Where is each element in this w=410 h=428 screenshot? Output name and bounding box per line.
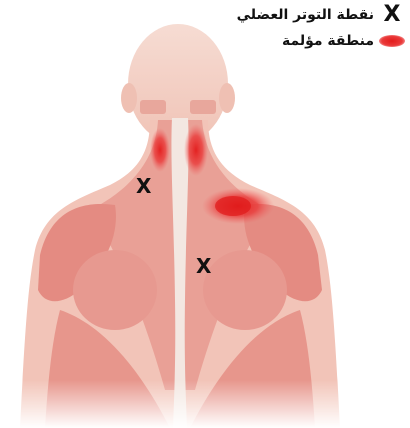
right-infraspinatus xyxy=(203,250,287,330)
pain-area-right-shoulder-core xyxy=(215,196,251,216)
left-infraspinatus xyxy=(73,250,157,330)
legend-trigger-point: X نقطة التوتر العضلي xyxy=(237,2,406,28)
pain-area-label: منطقة مؤلمة xyxy=(282,33,374,49)
left-ear xyxy=(121,83,137,113)
right-ear xyxy=(219,83,235,113)
bottom-fade xyxy=(0,380,410,428)
legend: X نقطة التوتر العضلي منطقة مؤلمة xyxy=(237,2,406,54)
trigger-point-marker-right: X xyxy=(196,256,211,276)
pain-area-swatch-wrap xyxy=(378,35,406,47)
pain-area-swatch xyxy=(379,35,405,47)
trigger-point-label: نقطة التوتر العضلي xyxy=(237,7,374,23)
trigger-point-symbol: X xyxy=(378,2,406,28)
left-neck-pad xyxy=(140,100,166,114)
pain-area-left-neck xyxy=(150,128,170,172)
pain-area-right-neck xyxy=(184,124,208,176)
right-neck-pad xyxy=(190,100,216,114)
legend-pain-area: منطقة مؤلمة xyxy=(237,28,406,54)
trigger-point-marker-left: X xyxy=(136,176,151,196)
